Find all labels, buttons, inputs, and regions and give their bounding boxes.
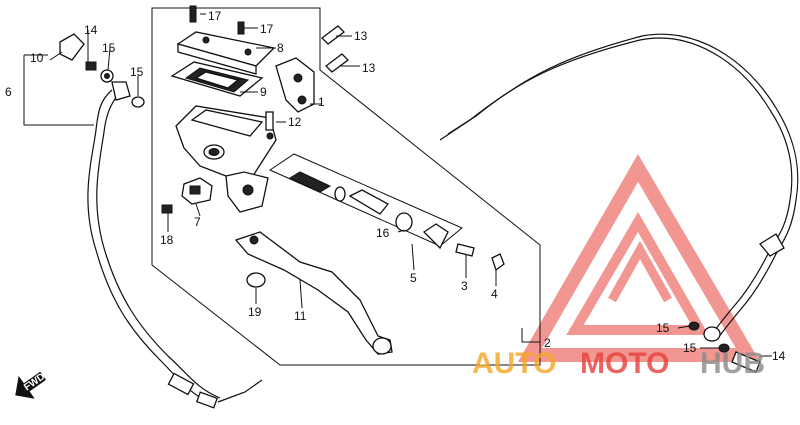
cap-screw-b <box>237 21 245 35</box>
callout-9: 9 <box>260 85 267 99</box>
brake-hose <box>87 89 263 409</box>
forward-label: FWD <box>22 371 47 393</box>
callout-14-lower: 14 <box>772 349 786 363</box>
callout-15-b: 15 <box>130 65 144 79</box>
assembly-frame <box>151 7 541 366</box>
callout-14-upper: 14 <box>84 23 98 37</box>
clamp-bolt-b <box>325 53 349 73</box>
watermark-text: AUTO MOTO HUB <box>472 347 765 380</box>
watermark-word-auto: AUTO <box>472 347 556 380</box>
callout-16: 16 <box>376 226 390 240</box>
forward-direction-arrow <box>15 371 46 399</box>
holder-clamp <box>275 57 315 113</box>
leader-lines <box>23 13 772 357</box>
reservoir-diaphragm <box>170 61 264 97</box>
clamp-bolt-a <box>321 25 345 45</box>
callout-13-lower: 13 <box>362 61 376 75</box>
brake-pipe <box>439 33 799 373</box>
dust-boot <box>491 253 505 272</box>
callout-17-a: 17 <box>208 9 222 23</box>
callout-2: 2 <box>544 336 551 350</box>
callout-labels: 1 2 3 4 5 6 7 8 9 10 11 12 13 13 14 14 1… <box>5 9 786 363</box>
callout-10: 10 <box>30 51 44 65</box>
callout-11: 11 <box>294 309 307 323</box>
callout-15-c: 15 <box>656 321 670 335</box>
push-rod <box>455 243 475 257</box>
callout-7: 7 <box>194 215 201 229</box>
brake-lever <box>234 231 393 355</box>
callout-18: 18 <box>160 233 174 247</box>
piston-set <box>268 153 463 250</box>
callout-5: 5 <box>410 271 417 285</box>
cap-screw-a <box>189 5 197 23</box>
callout-12: 12 <box>288 115 302 129</box>
callout-17-b: 17 <box>260 22 274 36</box>
brake-light-switch <box>181 177 213 205</box>
banjo-fitting-upper <box>59 33 145 108</box>
callout-13-upper: 13 <box>354 29 368 43</box>
switch-screw <box>161 204 173 214</box>
watermark-word-moto: MOTO <box>580 347 669 380</box>
lever-pivot-nut <box>246 272 266 288</box>
watermark-word-hub: HUB <box>700 347 765 380</box>
bleeder-screw <box>265 111 274 140</box>
callout-19: 19 <box>248 305 262 319</box>
callout-15-a: 15 <box>102 41 116 55</box>
master-cylinder-body <box>175 105 277 213</box>
callout-1: 1 <box>318 95 325 109</box>
callout-3: 3 <box>461 279 468 293</box>
callout-4: 4 <box>491 287 498 301</box>
callout-6: 6 <box>5 85 12 99</box>
watermark-logo-mark <box>517 154 761 362</box>
callout-8: 8 <box>277 41 284 55</box>
callout-15-d: 15 <box>683 341 697 355</box>
